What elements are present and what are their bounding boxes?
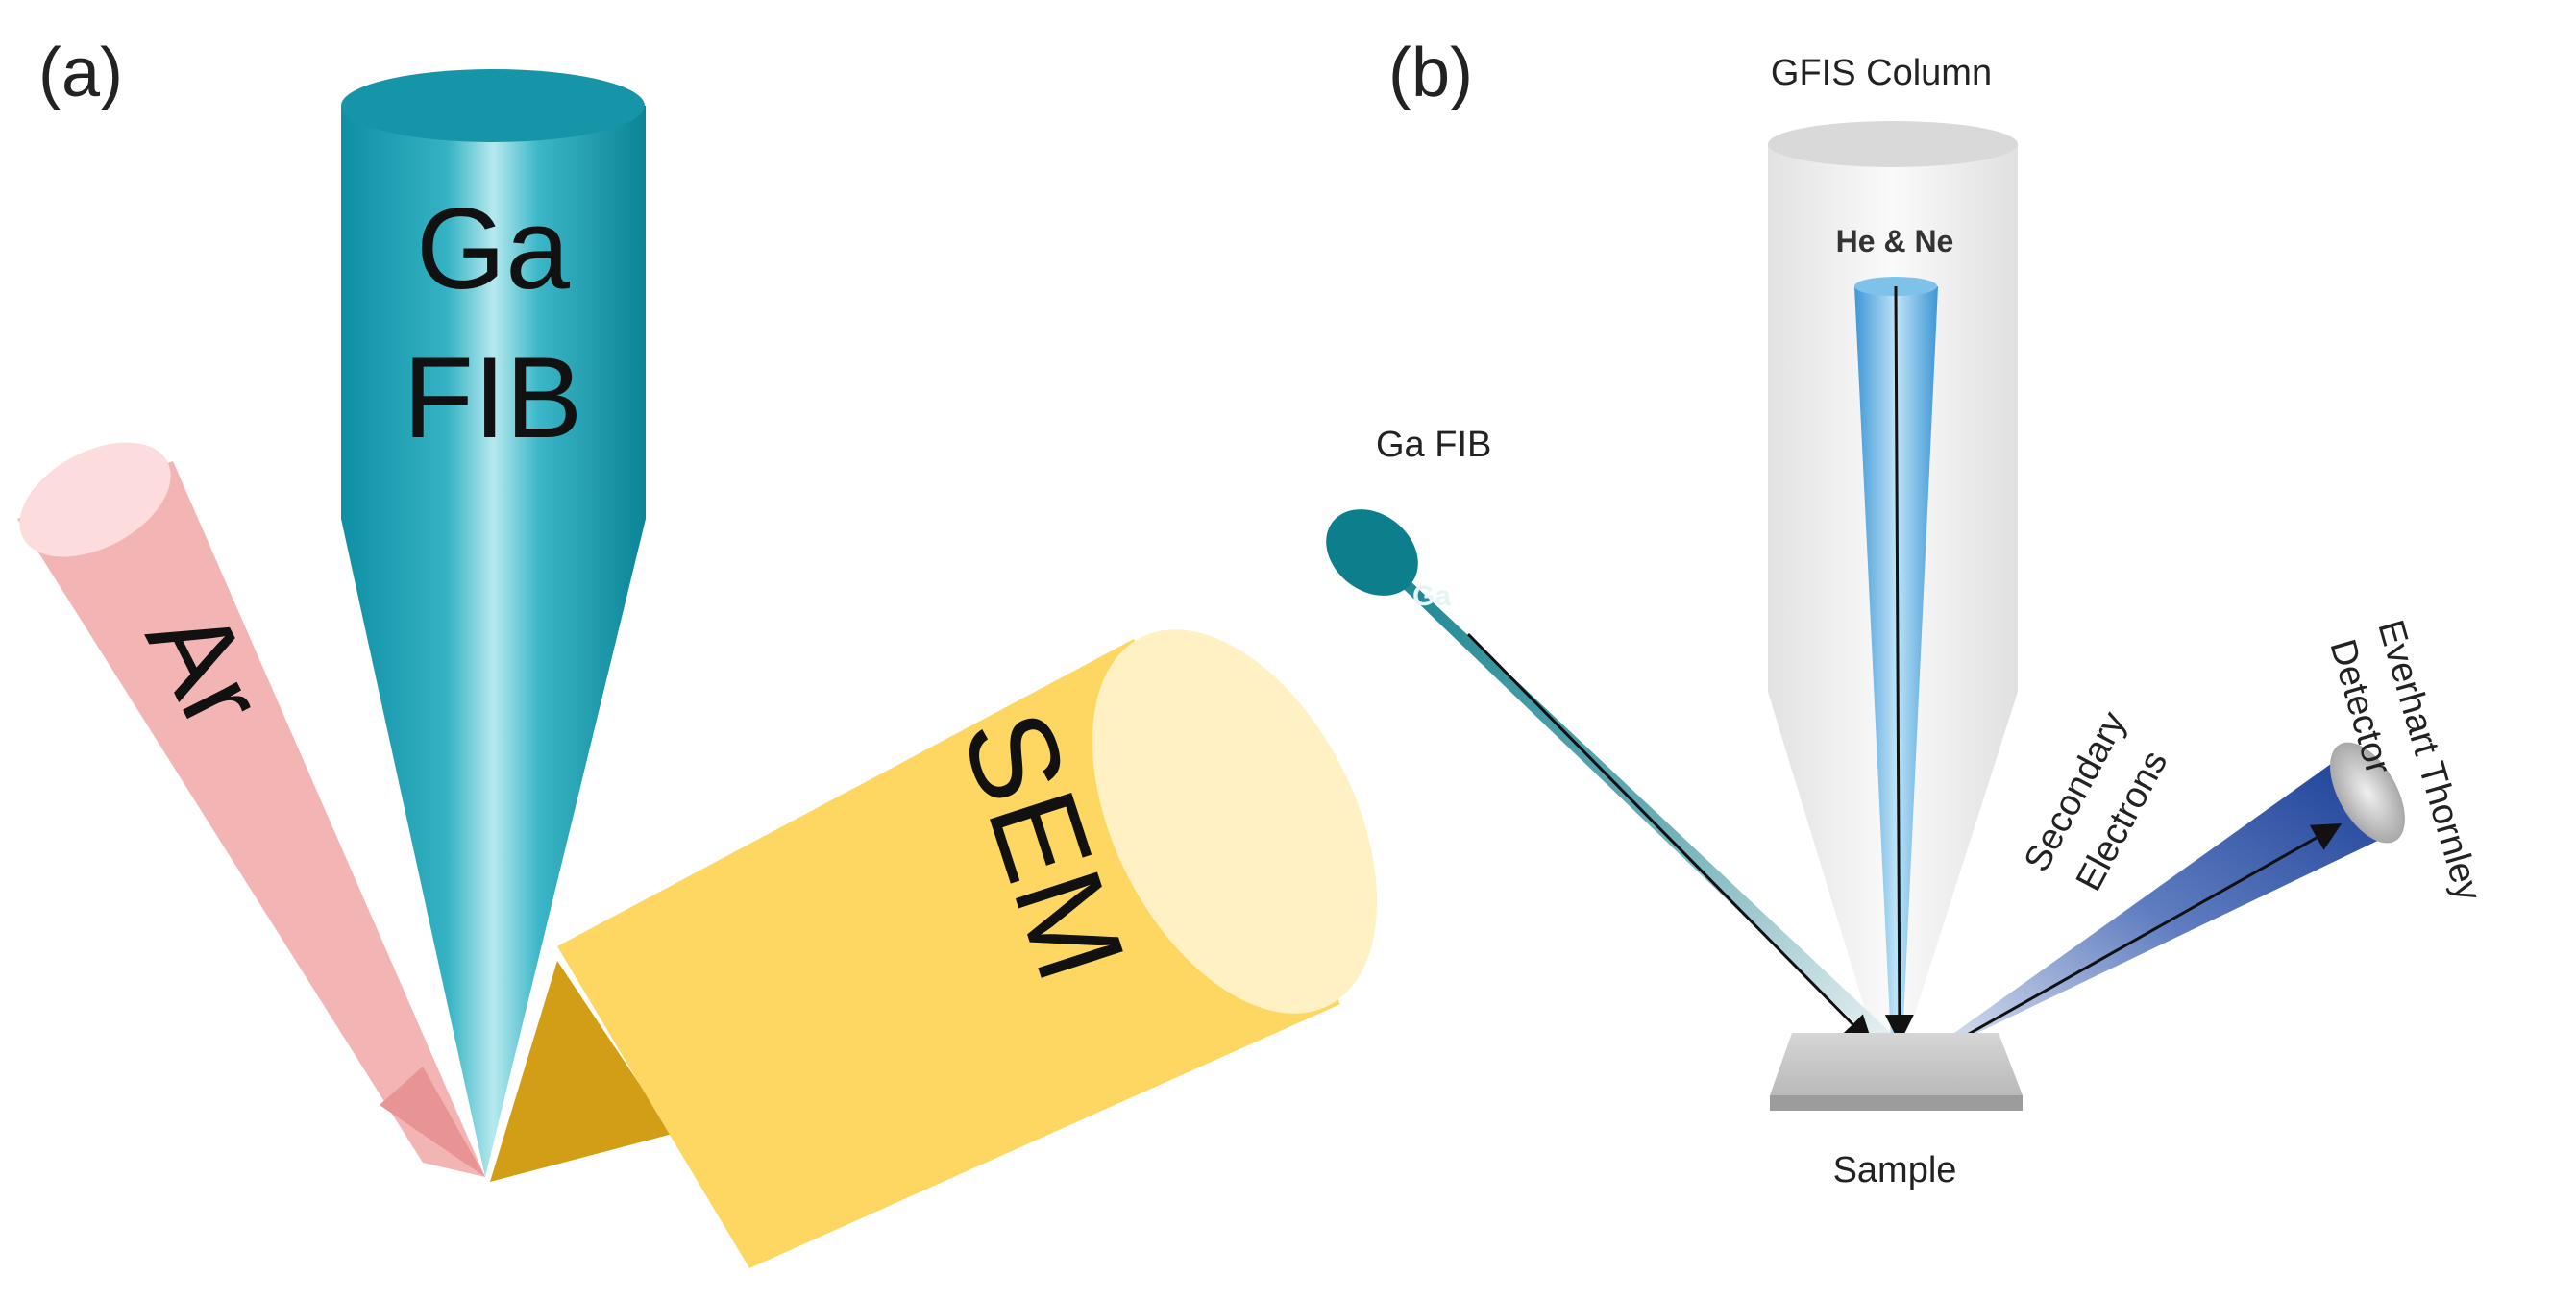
ga-fib-label: Ga FIB [1376, 425, 1491, 465]
sample-label: Sample [1833, 1150, 1957, 1190]
secondary-electrons-arrow [1901, 823, 2343, 1073]
ga-fib-column-cap [341, 69, 645, 142]
ar-column-tip-shade [380, 1067, 485, 1177]
sample-top [1770, 1033, 2023, 1095]
sample: Sample [1770, 1033, 2023, 1190]
gfis-column-cap [1768, 121, 2018, 167]
panel-b: (b) GFIS Column He & Ne Ga FIB Ga [1326, 35, 2489, 1190]
gfis-column: He & Ne [1768, 121, 2018, 1043]
panel-a-label: (a) [38, 35, 123, 111]
detector-cone-body [1907, 754, 2388, 1067]
ar-column-cap [19, 442, 171, 557]
ga-fib-beam-cap [1326, 509, 1418, 596]
he-ne-label: He & Ne [1836, 224, 1954, 258]
sem-column-cap [1092, 629, 1378, 1014]
sample-edge [1770, 1095, 2023, 1111]
ar-column-body [17, 461, 485, 1177]
ga-fib-label-line2: FIB [404, 333, 583, 462]
ga-small-label: Ga [1412, 580, 1451, 612]
ga-fib-column: Ga FIB [341, 69, 646, 1177]
he-ne-beam-arrow [1884, 285, 1914, 1043]
ga-fib-beam: Ga FIB Ga [1326, 425, 1891, 1045]
detector-cone [1901, 742, 2405, 1073]
ga-fib-column-body [341, 106, 646, 1177]
sem-column-tip [490, 961, 673, 1182]
he-ne-beam [1854, 286, 1938, 1042]
sem-column: SEM [490, 629, 1378, 1268]
panel-a: (a) Ar Ga FIB SEM [17, 35, 1378, 1268]
ar-column: Ar [17, 442, 485, 1177]
detector-cap [2330, 742, 2405, 844]
panel-b-label: (b) [1388, 35, 1473, 111]
ga-fib-beam-arrow [1466, 632, 1874, 1045]
gfis-column-label: GFIS Column [1771, 53, 1992, 93]
ga-fib-label-line1: Ga [416, 184, 570, 313]
